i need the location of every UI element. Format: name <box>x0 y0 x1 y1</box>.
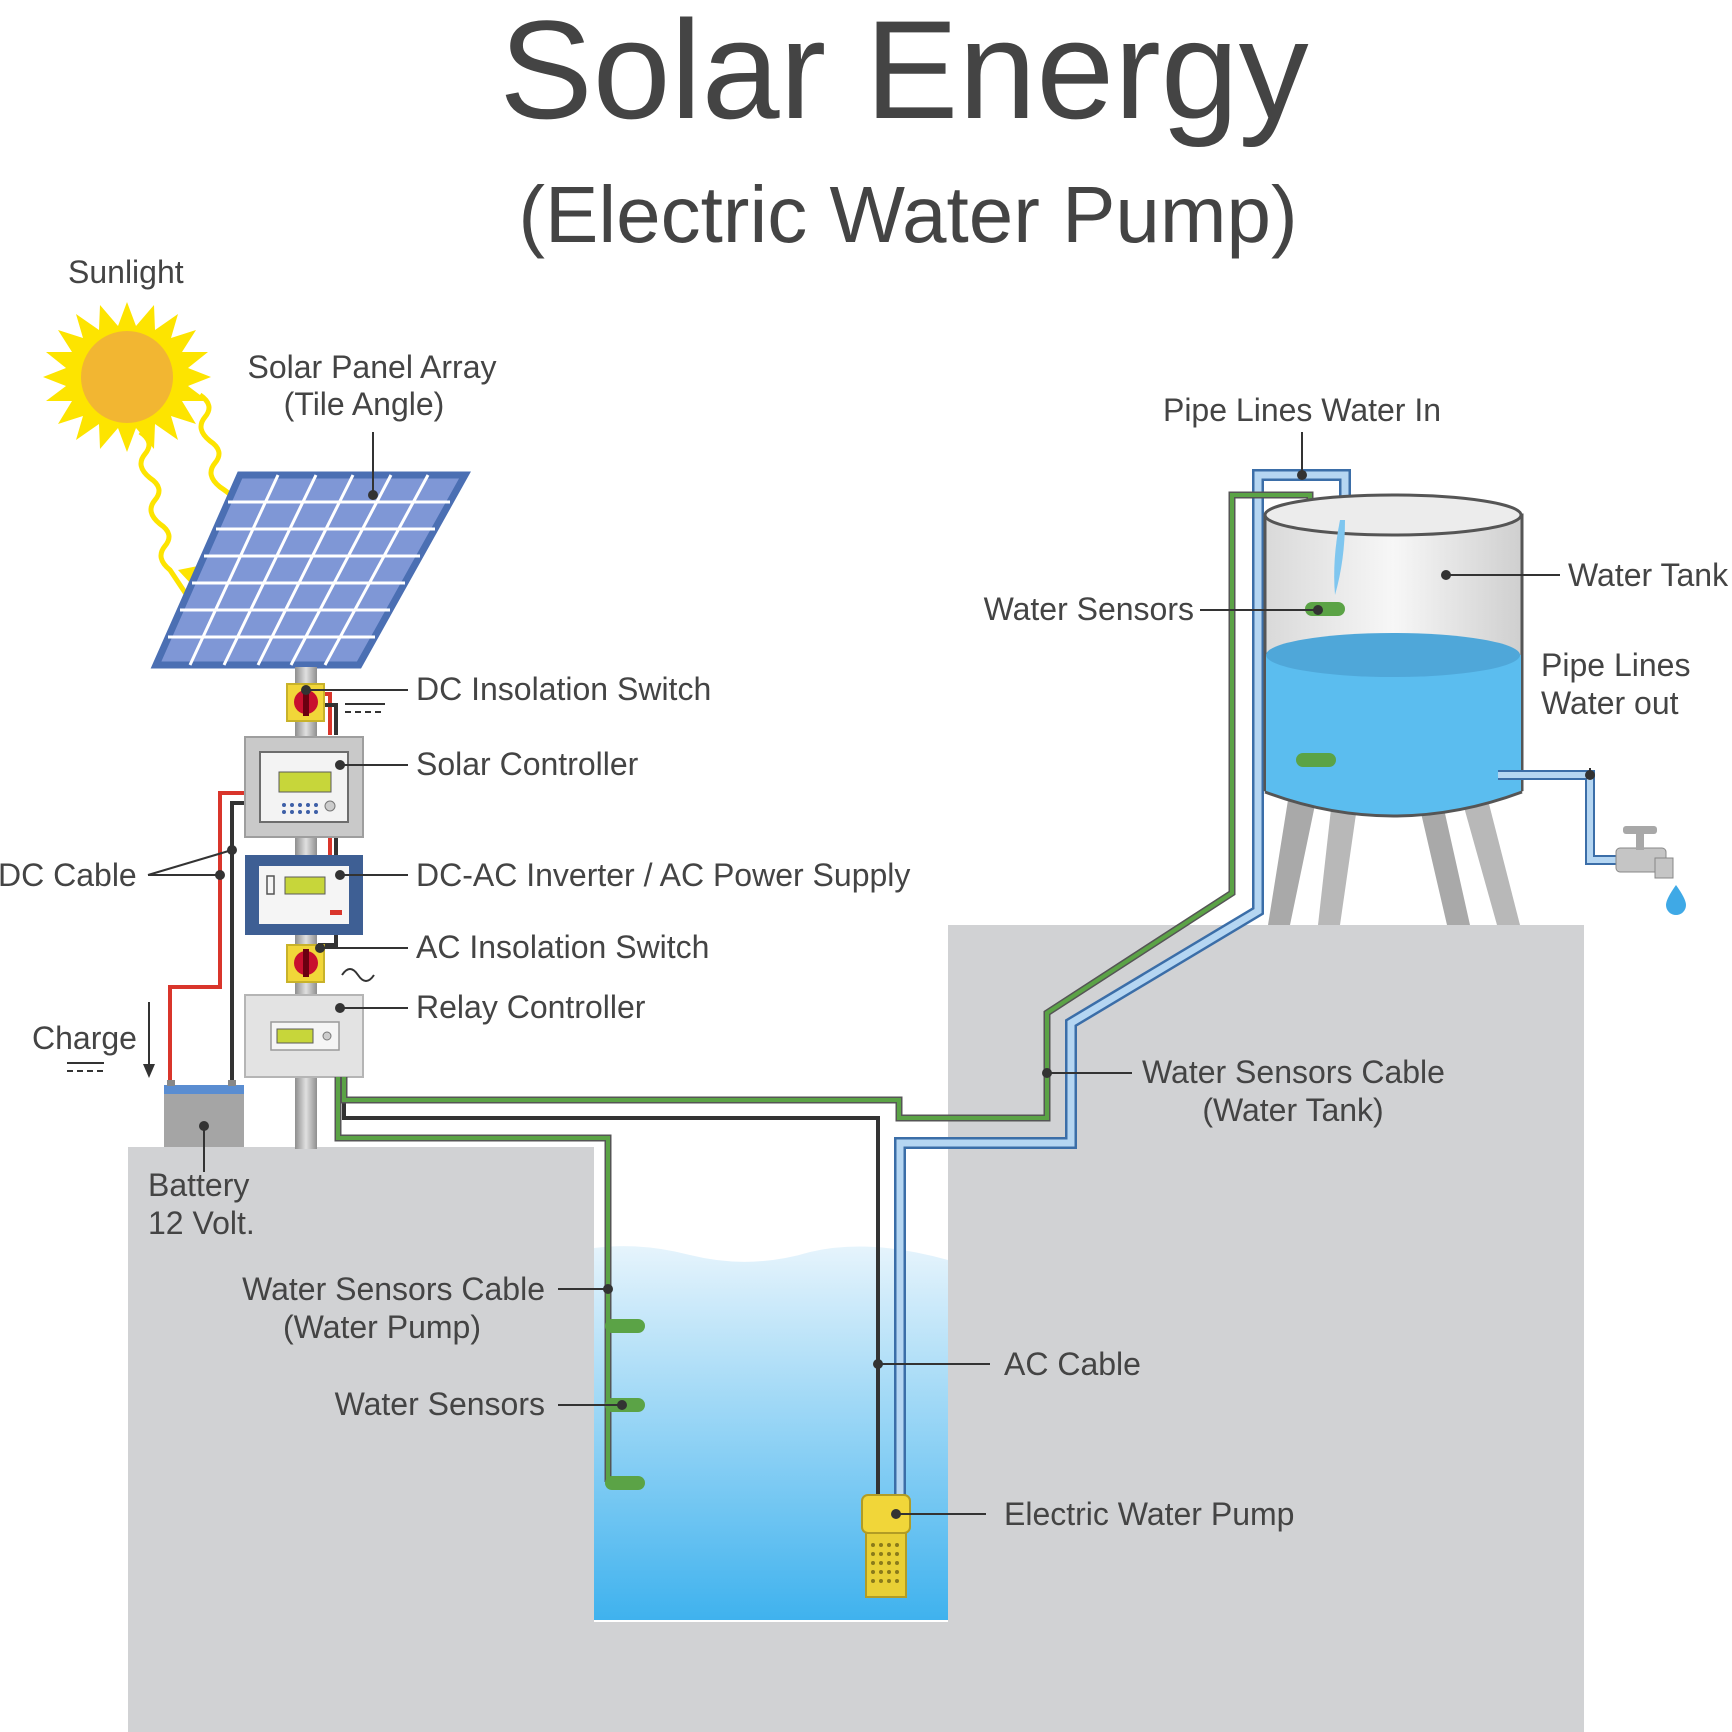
label-solar-panel-2: (Tile Angle) <box>284 386 445 422</box>
label-sensors-pump: Water Sensors <box>335 1386 545 1422</box>
dc-cable <box>168 692 338 1085</box>
label-tank-cable-2: (Water Tank) <box>1202 1092 1383 1128</box>
water-drop-icon <box>1666 885 1686 915</box>
ground <box>128 925 1584 1732</box>
label-dc-switch: DC Insolation Switch <box>416 671 711 707</box>
label-dc-cable: DC Cable <box>0 857 137 893</box>
label-pump-cable-1: Water Sensors Cable <box>242 1271 545 1307</box>
label-pipe-out-2: Water out <box>1541 685 1679 721</box>
label-sensors-tank: Water Sensors <box>984 591 1194 627</box>
solar-panel-icon <box>150 471 471 669</box>
label-sunlight: Sunlight <box>68 254 184 290</box>
label-tank: Water Tank <box>1568 557 1729 593</box>
charge-arrow <box>67 1002 155 1078</box>
sensor-cable-well <box>334 1077 612 1482</box>
label-battery-1: Battery <box>148 1167 249 1203</box>
label-solar-controller: Solar Controller <box>416 746 639 782</box>
label-pump: Electric Water Pump <box>1004 1496 1294 1532</box>
sun-icon <box>43 302 287 602</box>
label-ac-switch: AC Insolation Switch <box>416 929 709 965</box>
controller-icon <box>244 736 364 838</box>
well-water <box>594 1246 948 1620</box>
label-pipe-in: Pipe Lines Water In <box>1163 392 1441 428</box>
pump-icon <box>861 1494 911 1598</box>
label-tank-cable-1: Water Sensors Cable <box>1142 1054 1445 1090</box>
label-relay: Relay Controller <box>416 989 646 1025</box>
label-solar-panel-1: Solar Panel Array <box>247 349 496 385</box>
ac-switch-icon <box>286 944 325 983</box>
page-title: Solar Energy <box>499 0 1308 148</box>
label-charge: Charge <box>32 1020 137 1056</box>
leader-lines <box>147 432 1595 1519</box>
page-subtitle: (Electric Water Pump) <box>518 170 1297 259</box>
label-pump-cable-2: (Water Pump) <box>283 1309 481 1345</box>
inverter-icon <box>245 855 363 935</box>
faucet-icon <box>1615 826 1674 879</box>
label-inverter: DC-AC Inverter / AC Power Supply <box>416 857 910 893</box>
water-tank-icon <box>1263 493 1524 925</box>
label-pipe-out-1: Pipe Lines <box>1541 647 1690 683</box>
dc-symbol <box>345 703 385 713</box>
label-ac-cable: AC Cable <box>1004 1346 1141 1382</box>
ac-symbol <box>341 968 375 982</box>
label-battery-2: 12 Volt. <box>148 1205 255 1241</box>
